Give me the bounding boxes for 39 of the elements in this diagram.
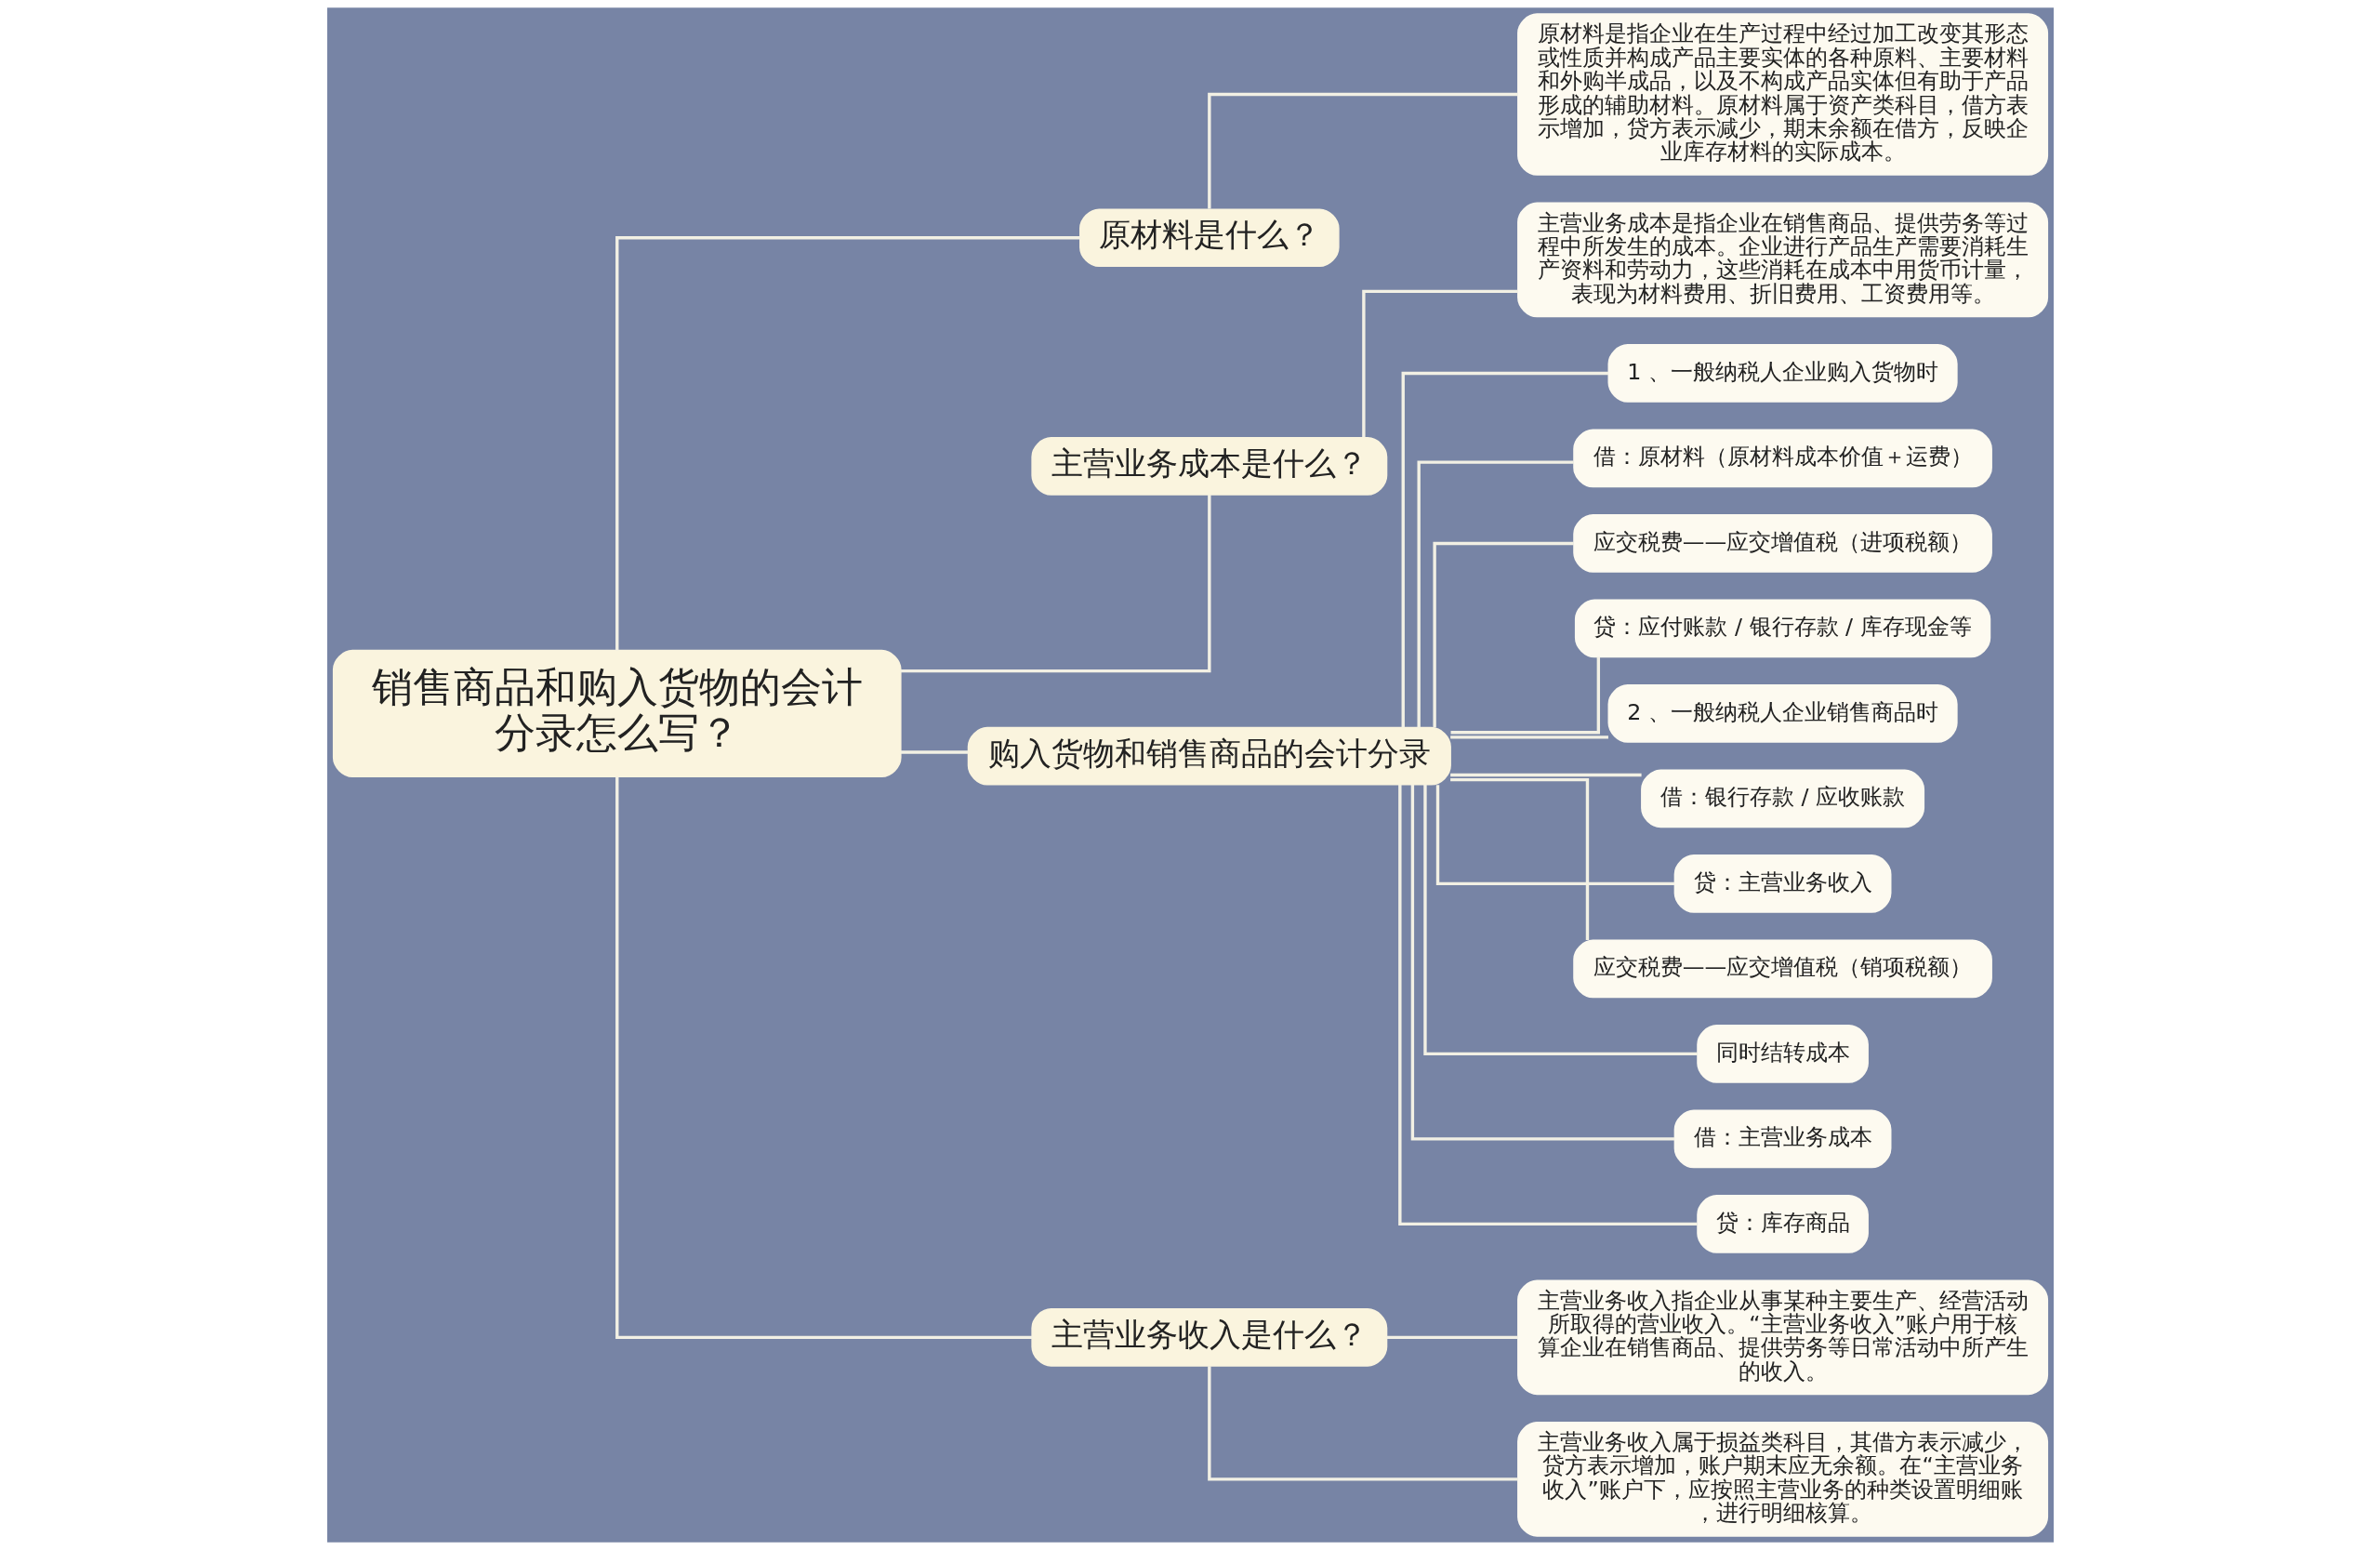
node-box: 主营业务成本是指企业在销售商品、提供劳务等过程中所发生的成本。企业进行产品生产需要消耗生产资料和劳动力，这些消耗在成本中用货币计量，表现为材料费用、折旧费用、工资费用等。 [1516,202,2048,318]
connector [1449,777,1589,940]
connector [1207,1366,1518,1481]
node-box: 1 、一般纳税人企业购入货物时 [1607,344,1958,403]
connector [1435,785,1674,886]
node-box: 贷：主营业务收入 [1673,854,1891,913]
node-box: 同时结转成本 [1696,1025,1869,1083]
connector [1422,784,1698,1056]
connector [1386,1335,1517,1340]
node-box: 借：主营业务成本 [1673,1109,1891,1169]
node-box: 原材料是什么？ [1078,208,1340,268]
connector [900,750,968,754]
connector [615,776,1032,1340]
connector [1449,735,1608,739]
node-box: 应交税费——应交增值税（销项税额） [1572,939,1992,999]
node-box: 贷：应付账款 / 银行存款 / 库存现金等 [1574,599,1990,658]
node-box: 借：原材料（原材料成本价值＋运费） [1572,429,1992,488]
node-box: 原材料是指企业在生产过程中经过加工改变其形态或性质并构成产品主要实体的各种原料、主要材料和外购半成品，以及不构成产品实体但有助于产品形成的辅助材料。原材料属于资产类科目，借方表示增加，贷方表示减少，期末余额在借方，反映企业库存材料的实际成本。 [1516,13,2048,176]
node-box: 主营业务收入指企业从事某种主要生产、经营活动所取得的营业收入。“主营业务收入”账户用于核算企业在销售商品、提供劳务等日常活动中所产生的收入。 [1516,1279,2048,1396]
node-box: 应交税费——应交增值税（进项税额） [1572,514,1992,573]
connector [615,236,1080,651]
node-box: 主营业务收入是什么？ [1030,1308,1387,1367]
node-box: 借：银行存款 / 应收账款 [1640,769,1924,828]
node-box: 购入货物和销售商品的会计分录 [967,726,1451,786]
node-box: 主营业务成本是什么？ [1030,437,1387,496]
node-box: 2 、一般纳税人企业销售商品时 [1607,684,1958,743]
connector [1361,289,1518,438]
node-box: 贷：库存商品 [1696,1195,1869,1253]
node-box: 销售商品和购入货物的会计分录怎么写？ [332,649,902,778]
connector [1397,784,1698,1226]
connector [1449,773,1642,777]
connector [1417,460,1574,728]
connector [900,495,1211,673]
connector [1410,785,1674,1141]
connector [1401,371,1608,728]
connector [1432,541,1574,728]
connector [1207,92,1518,209]
node-box: 主营业务收入属于损益类科目，其借方表示减少，贷方表示增加，账户期末应无余额。在“主营业务收入”账户下，应按照主营业务的种类设置明细账，进行明细核算。 [1516,1422,2048,1537]
connector [1450,656,1600,735]
